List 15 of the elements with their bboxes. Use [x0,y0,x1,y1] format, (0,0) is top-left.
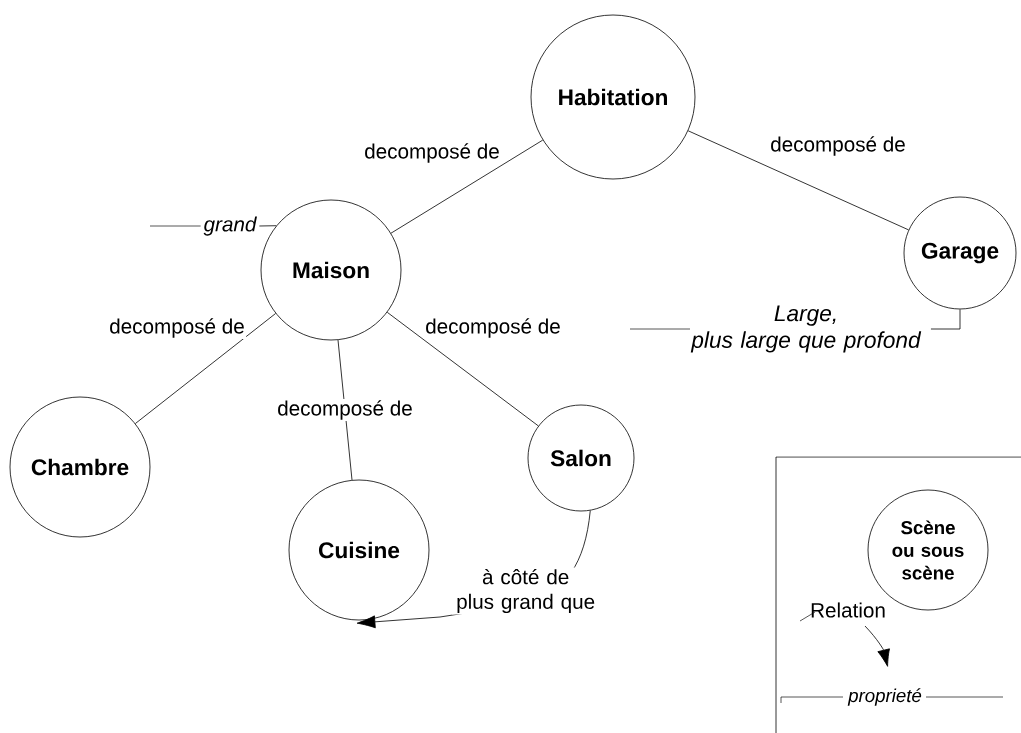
connector [390,139,544,234]
legend-relation-text: Relation [811,602,885,618]
legend-property-text: proprieté [847,688,922,706]
property-text: grand [149,216,257,236]
connector [687,130,909,231]
connector [258,225,277,227]
connector [135,313,276,424]
edge-label: decomposé de [423,316,563,340]
edge-label: decomposé de [768,134,908,158]
edge-label: à côté de plus grand que [452,567,608,615]
edge-label: decomposé de [362,141,502,165]
connector [930,309,961,330]
edge-label: decomposé de [107,316,247,340]
edge-label: decomposé de [275,398,415,422]
connector [386,311,539,427]
